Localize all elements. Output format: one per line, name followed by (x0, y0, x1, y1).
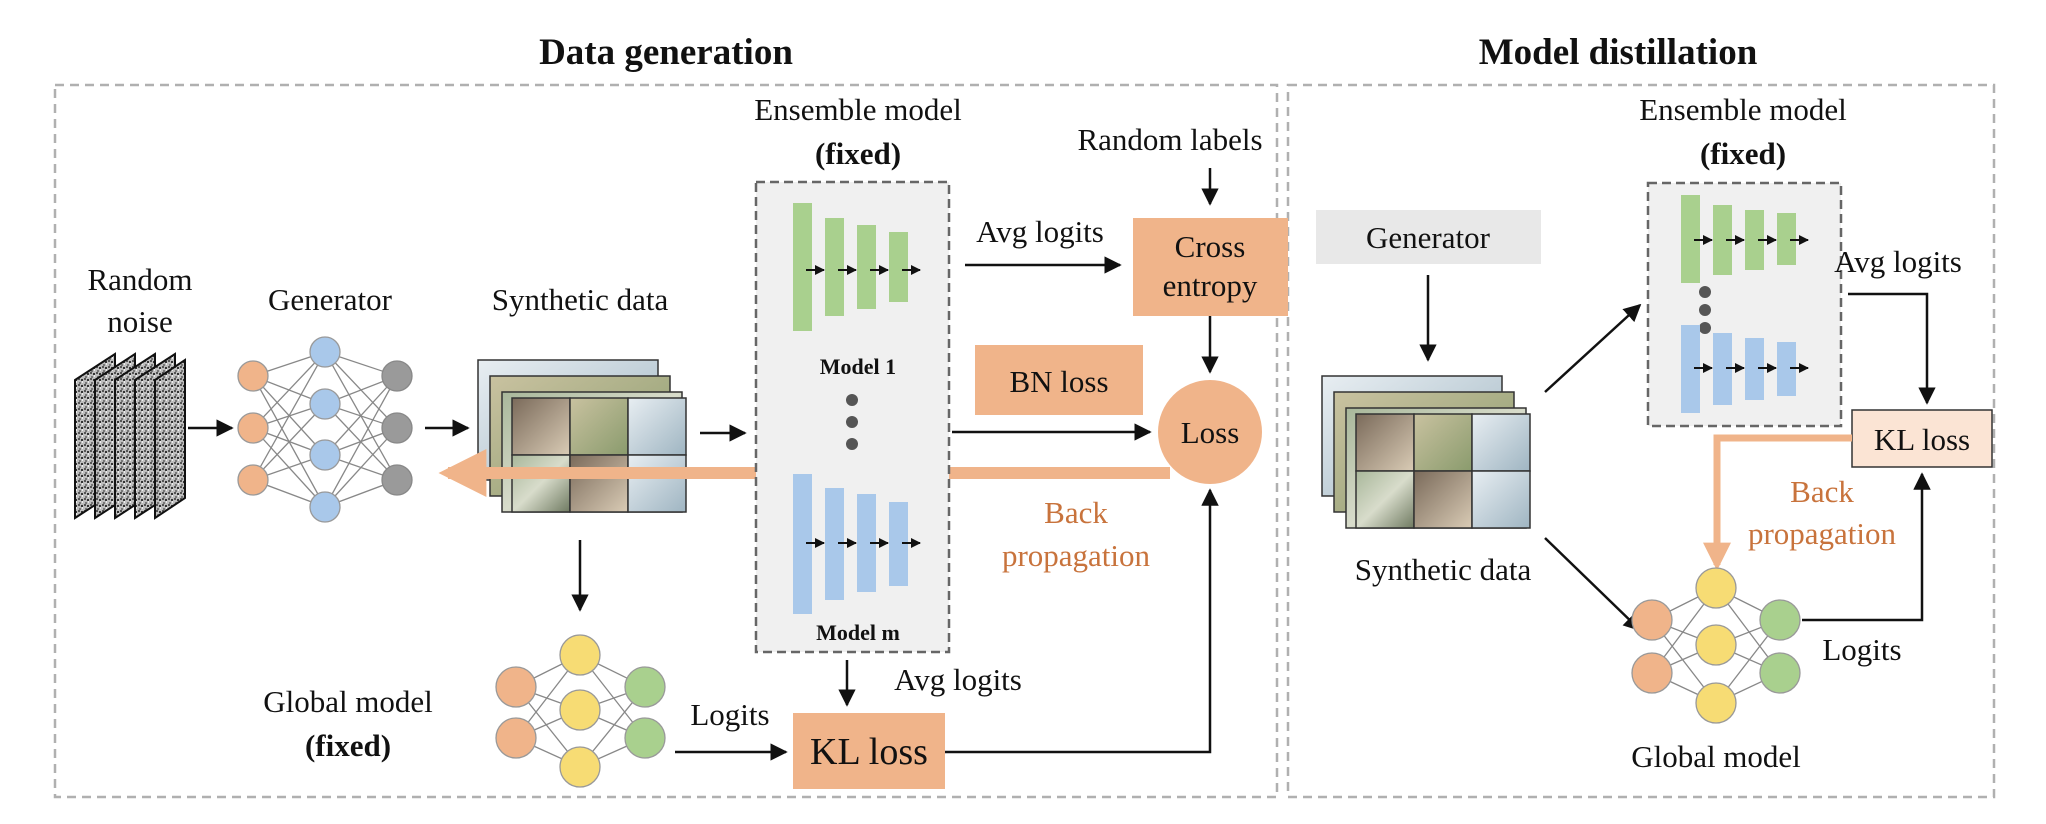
model-distillation-title: Model distillation (1479, 32, 1758, 73)
model-distillation-panel (1286, 83, 1996, 799)
data-generation-title: Data generation (539, 32, 793, 73)
random-labels-label: Random labels (1077, 122, 1262, 157)
synthetic-to-global-arrow-right (1544, 537, 1642, 632)
avg-logits-top-label: Avg logits (976, 214, 1104, 249)
cross-entropy-label-line1: Cross (1175, 229, 1246, 264)
ensemble-model-title-right: Ensemble model (1639, 92, 1846, 127)
data-generation-panel (53, 83, 1279, 799)
loss-circle (1158, 380, 1262, 484)
global-model-network-left (495, 634, 666, 788)
back-propagation-label-right-line1: Back (1790, 474, 1854, 509)
synthetic-data-label-right: Synthetic data (1355, 552, 1532, 587)
generator-network (237, 336, 413, 523)
back-propagation-label-line2: propagation (1002, 538, 1151, 573)
random-noise-label-line2: noise (107, 304, 172, 339)
avg-logits-label-right: Avg logits (1834, 244, 1962, 279)
kl-to-loss-arrow (945, 488, 1219, 754)
global-to-kl-arrow-right (1802, 472, 1931, 622)
random-noise-label-line1: Random (87, 262, 192, 297)
bn-loss-box (975, 345, 1143, 415)
synthetic-data-images-right (1321, 375, 1531, 529)
synthetic-data-label: Synthetic data (492, 282, 669, 317)
loss-label: Loss (1181, 415, 1240, 450)
ensemble-ellipsis-dots-right (1699, 286, 1711, 334)
ensemble-fixed-label: (fixed) (815, 136, 901, 171)
random-noise-stack (74, 352, 186, 520)
back-propagation-line-right (1703, 434, 1852, 571)
model-1-label: Model 1 (820, 354, 896, 379)
kl-loss-label-right: KL loss (1874, 422, 1970, 457)
cross-entropy-box (1133, 218, 1288, 316)
global-model-label-right: Global model (1631, 739, 1801, 774)
ensemble-model-title: Ensemble model (754, 92, 961, 127)
logits-label-left: Logits (690, 697, 769, 732)
global-model-network-right (1631, 567, 1801, 724)
avg-logits-bottom-label: Avg logits (894, 662, 1022, 697)
bn-loss-label: BN loss (1009, 364, 1108, 399)
ensemble-model-m-bars-right (1681, 325, 1809, 413)
back-propagation-label-right-line2: propagation (1748, 516, 1897, 551)
ensemble-ellipsis-dots (846, 394, 858, 450)
cross-entropy-label-line2: entropy (1163, 268, 1258, 303)
global-model-fixed-label: (fixed) (305, 728, 391, 763)
ensemble-fixed-label-right: (fixed) (1700, 136, 1786, 171)
global-model-label: Global model (263, 684, 433, 719)
ensemble-model-1-bars-right (1681, 195, 1809, 283)
logits-label-right: Logits (1822, 632, 1901, 667)
back-propagation-label-line1: Back (1044, 495, 1108, 530)
generator-label-right: Generator (1366, 220, 1491, 255)
ensemble-model-box-right (1646, 181, 1843, 428)
generator-box-right (1316, 210, 1541, 264)
generator-label: Generator (268, 282, 393, 317)
ensemble-model-m-bars (793, 474, 921, 614)
ensemble-model-1-bars (793, 203, 921, 331)
model-m-label: Model m (816, 620, 900, 645)
kl-loss-label-left: KL loss (810, 731, 928, 773)
kl-loss-box-left (793, 713, 945, 789)
synthetic-to-ensemble-arrow-right (1544, 303, 1642, 393)
synthetic-data-images (477, 359, 687, 513)
ensemble-to-kl-arrow-right (1848, 292, 1936, 405)
